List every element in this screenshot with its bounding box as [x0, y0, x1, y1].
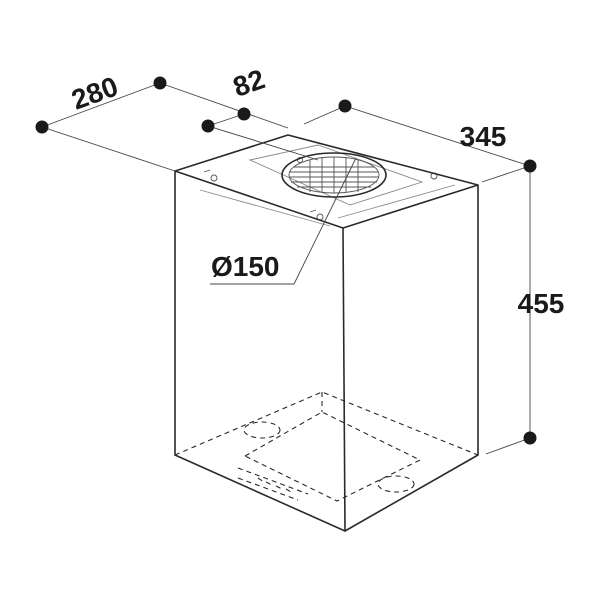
width-label: 345	[460, 121, 507, 152]
width-dimension-line	[344, 105, 531, 167]
dimension-dots	[35, 76, 537, 445]
dot-depth-start	[35, 120, 49, 134]
diameter-leader-diagonal	[293, 157, 357, 285]
top-plate-seam-a	[199, 189, 331, 227]
depth-label: 280	[67, 71, 122, 116]
top-plate-seam-b	[337, 184, 456, 219]
dot-offset-end	[237, 107, 251, 121]
width-extension-a	[303, 105, 346, 125]
depth-extension-line	[41, 126, 176, 172]
dot-width-end	[523, 159, 537, 173]
outlet-grille	[281, 152, 387, 198]
offset-label: 82	[229, 63, 269, 102]
dimension-labels: 280 82 345 455 Ø150	[67, 63, 564, 319]
height-extension-b	[485, 437, 531, 455]
dot-depth-end	[153, 76, 167, 90]
dot-width-start	[338, 99, 352, 113]
diameter-label: Ø150	[211, 251, 280, 282]
offset-extension-a	[159, 82, 289, 129]
hidden-bottom-details	[174, 391, 479, 502]
dot-height-end	[523, 431, 537, 445]
top-face	[174, 134, 479, 229]
depth-dimension-line	[41, 82, 161, 128]
width-extension-b	[481, 165, 531, 183]
left-face-outline	[174, 171, 346, 532]
dimension-lines	[41, 82, 531, 455]
dot-offset-start	[201, 119, 215, 133]
top-mounting-plate	[248, 144, 424, 206]
height-label: 455	[518, 288, 565, 319]
offset-extension-b	[207, 125, 319, 161]
right-face-outline	[344, 185, 479, 532]
